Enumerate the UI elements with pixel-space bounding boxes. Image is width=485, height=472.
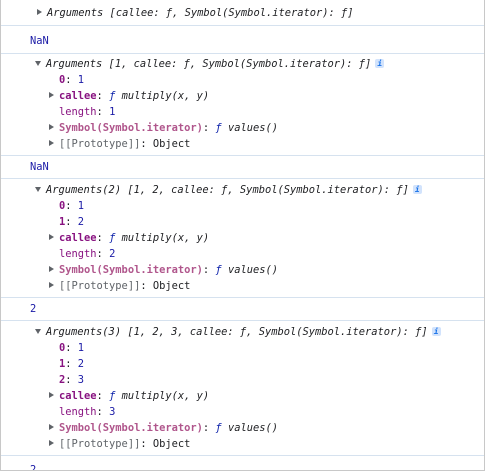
result-value: 2 (30, 303, 37, 315)
property-key: Symbol(Symbol.iterator) (59, 422, 203, 434)
property-key: 1 (59, 358, 66, 370)
object-header[interactable]: Arguments [1, callee: ƒ, Symbol(Symbol.i… (1, 56, 484, 72)
console-message: NaN (1, 26, 484, 54)
property-value: 1 (109, 106, 116, 118)
object-preview: Arguments [1, callee: ƒ, Symbol(Symbol.i… (46, 58, 372, 70)
function-keyword: ƒ (215, 264, 222, 276)
function-keyword: ƒ (215, 122, 222, 134)
property-value: values() (227, 264, 278, 276)
object-preview: Arguments(3) [1, 2, 3, callee: ƒ, Symbol… (46, 326, 428, 338)
property-key: 1 (59, 216, 66, 228)
object-preview: Arguments [callee: ƒ, Symbol(Symbol.iter… (47, 7, 354, 19)
triangle-right-icon[interactable] (49, 424, 54, 430)
object-header[interactable]: Arguments(3) [1, 2, 3, callee: ƒ, Symbol… (1, 324, 484, 340)
property-key: length (59, 406, 97, 418)
result-value: NaN (30, 35, 49, 47)
property-value: Object (152, 438, 191, 450)
property-row: 2: 3 (59, 374, 85, 386)
property-row[interactable]: [[Prototype]]: Object (1, 436, 484, 452)
triangle-right-icon[interactable] (37, 9, 42, 15)
object-header[interactable]: Arguments(2) [1, 2, callee: ƒ, Symbol(Sy… (1, 182, 484, 198)
object-summary[interactable]: Arguments [callee: ƒ, Symbol(Symbol.iter… (1, 5, 484, 21)
result-value: 2 (30, 464, 37, 471)
property-value: 2 (109, 248, 116, 260)
property-row[interactable]: [[Prototype]]: Object (1, 136, 484, 152)
property-value: multiply(x, y) (121, 90, 210, 102)
property-key: [[Prototype]] (59, 280, 141, 292)
property-value: 3 (77, 374, 85, 386)
property-row[interactable]: Symbol(Symbol.iterator): ƒ values() (1, 120, 484, 136)
triangle-right-icon[interactable] (49, 392, 54, 398)
triangle-right-icon[interactable] (49, 124, 54, 130)
triangle-right-icon[interactable] (49, 140, 54, 146)
property-key: length (59, 106, 97, 118)
property-row: 0: 1 (59, 342, 85, 354)
property-value: values() (227, 122, 278, 134)
property-key: 0 (59, 342, 66, 354)
triangle-right-icon[interactable] (49, 266, 54, 272)
property-value: 1 (77, 200, 85, 212)
property-value: 2 (77, 358, 85, 370)
triangle-right-icon[interactable] (49, 234, 54, 240)
property-key: callee (59, 90, 97, 102)
function-keyword: ƒ (109, 232, 116, 244)
triangle-down-icon[interactable] (35, 186, 41, 192)
property-value: multiply(x, y) (121, 390, 210, 402)
property-key: 0 (59, 74, 66, 86)
property-value: 3 (109, 406, 116, 418)
property-row: 1: 2 (59, 216, 85, 228)
property-row: 1: 2 (59, 358, 85, 370)
property-row[interactable]: Symbol(Symbol.iterator): ƒ values() (1, 262, 484, 278)
property-key: length (59, 248, 97, 260)
info-icon[interactable]: i (375, 58, 385, 68)
property-value: values() (227, 422, 278, 434)
console-message: Arguments [callee: ƒ, Symbol(Symbol.iter… (1, 0, 484, 26)
property-row[interactable]: callee: ƒ multiply(x, y) (1, 230, 484, 246)
property-row[interactable]: [[Prototype]]: Object (1, 278, 484, 294)
function-keyword: ƒ (215, 422, 222, 434)
property-row: length: 3 (59, 406, 116, 418)
triangle-down-icon[interactable] (35, 60, 41, 66)
property-key: Symbol(Symbol.iterator) (59, 264, 203, 276)
console-message: Arguments(3) [1, 2, 3, callee: ƒ, Symbol… (1, 321, 484, 456)
console-message: 2 (1, 298, 484, 321)
property-value: 2 (77, 216, 85, 228)
triangle-right-icon[interactable] (49, 92, 54, 98)
property-row[interactable]: callee: ƒ multiply(x, y) (1, 88, 484, 104)
property-value: Object (152, 280, 191, 292)
property-key: callee (59, 232, 97, 244)
property-key: callee (59, 390, 97, 402)
property-row: 0: 1 (59, 74, 85, 86)
property-value: 1 (77, 342, 85, 354)
console-message: Arguments [1, callee: ƒ, Symbol(Symbol.i… (1, 54, 484, 156)
triangle-right-icon[interactable] (49, 282, 54, 288)
info-icon[interactable]: i (431, 326, 441, 336)
property-key: 2 (59, 374, 66, 386)
object-preview: Arguments(2) [1, 2, callee: ƒ, Symbol(Sy… (46, 184, 409, 196)
property-value: multiply(x, y) (121, 232, 210, 244)
property-row[interactable]: callee: ƒ multiply(x, y) (1, 388, 484, 404)
property-row: 0: 1 (59, 200, 85, 212)
property-value: Object (152, 138, 191, 150)
console-message: Arguments(2) [1, 2, callee: ƒ, Symbol(Sy… (1, 179, 484, 298)
property-key: 0 (59, 200, 66, 212)
property-row: length: 2 (59, 248, 116, 260)
triangle-down-icon[interactable] (35, 328, 41, 334)
console-message: 2 (1, 456, 484, 471)
function-keyword: ƒ (109, 90, 116, 102)
property-row: length: 1 (59, 106, 116, 118)
property-row[interactable]: Symbol(Symbol.iterator): ƒ values() (1, 420, 484, 436)
property-value: 1 (77, 74, 85, 86)
property-key: [[Prototype]] (59, 138, 141, 150)
property-key: [[Prototype]] (59, 438, 141, 450)
info-icon[interactable]: i (412, 184, 422, 194)
property-key: Symbol(Symbol.iterator) (59, 122, 203, 134)
triangle-right-icon[interactable] (49, 440, 54, 446)
function-keyword: ƒ (109, 390, 116, 402)
result-value: NaN (30, 161, 49, 173)
console-message: NaN (1, 156, 484, 179)
